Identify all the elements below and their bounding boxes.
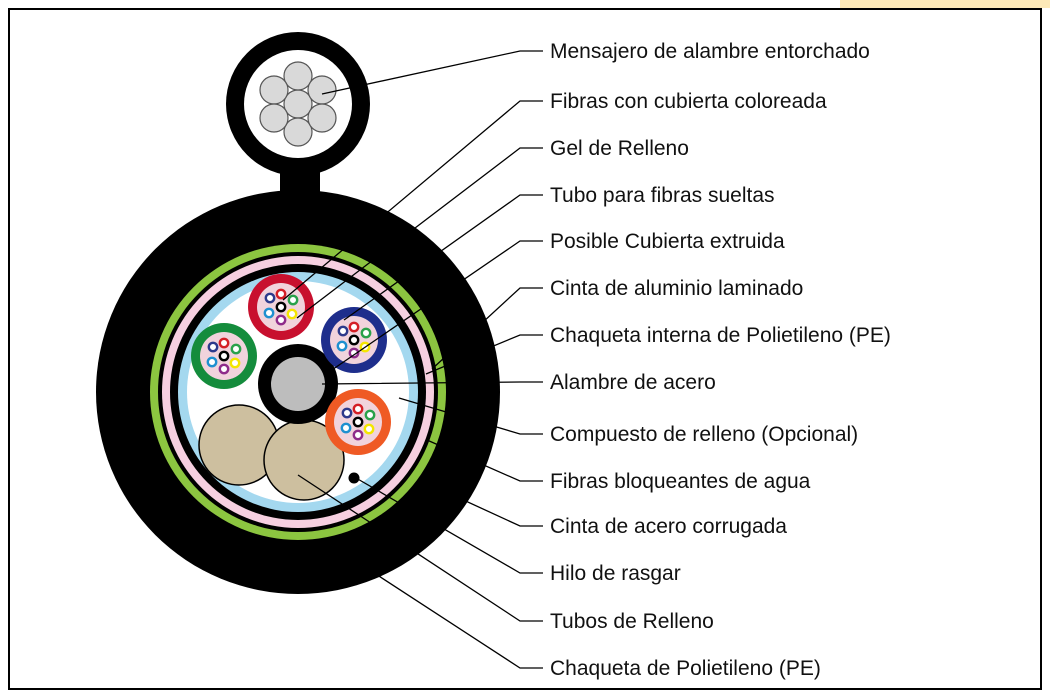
fiber: [264, 292, 276, 304]
fiber: [218, 350, 230, 362]
cable-body: [96, 190, 500, 594]
strand-6: [307, 103, 337, 133]
label-2: Gel de Relleno: [550, 137, 689, 160]
fiber: [286, 308, 298, 320]
leader-line-5: [431, 287, 543, 370]
label-8: Compuesto de relleno (Opcional): [550, 423, 858, 446]
label-6: Chaqueta interna de Polietileno (PE): [550, 324, 891, 347]
leader-line-1: [282, 100, 543, 301]
label-9: Fibras bloqueantes de agua: [550, 470, 811, 493]
fiber: [363, 423, 375, 435]
fiber: [287, 294, 299, 306]
strand-5: [259, 103, 289, 133]
strand-3: [259, 75, 289, 105]
strand-4: [307, 75, 337, 105]
central-steel-wire: [271, 357, 325, 411]
label-4: Posible Cubierta extruida: [550, 230, 785, 253]
tube-red: [248, 274, 314, 340]
label-13: Chaqueta de Polietileno (PE): [550, 657, 821, 680]
fiber: [275, 301, 287, 313]
corner-tab: [840, 0, 1050, 8]
label-0: Mensajero de alambre entorchado: [550, 40, 870, 63]
label-3: Tubo para fibras sueltas: [550, 184, 775, 207]
fiber: [340, 422, 352, 434]
fiber: [218, 363, 230, 375]
leader-line-8: [398, 397, 543, 435]
fiber: [229, 357, 241, 369]
fiber: [364, 409, 376, 421]
fiber: [360, 327, 372, 339]
fiber: [348, 334, 360, 346]
label-1: Fibras con cubierta coloreada: [550, 90, 827, 113]
leader-line-9: [426, 439, 543, 482]
leader-line-10: [419, 479, 543, 527]
leader-lines: [282, 50, 543, 669]
label-7: Alambre de acero: [550, 371, 716, 394]
leader-line-4: [325, 240, 543, 375]
leader-line-11: [355, 477, 543, 574]
tube-orange: [325, 389, 391, 455]
tube-green: [191, 323, 257, 389]
strand-2: [283, 117, 313, 147]
leader-line-13: [341, 551, 543, 669]
leader-line-12: [297, 474, 543, 622]
fiber: [341, 407, 353, 419]
fiber: [275, 314, 287, 326]
fiber: [206, 356, 218, 368]
leader-line-3: [343, 194, 543, 321]
label-12: Tubos de Relleno: [550, 610, 714, 633]
messenger-strands: [259, 61, 337, 147]
rip-cord: [348, 472, 360, 484]
fiber: [348, 347, 360, 359]
strand-1: [283, 61, 313, 91]
tube-blue: [321, 307, 387, 373]
fiber: [352, 403, 364, 415]
loose-tubes: [191, 274, 391, 455]
fiber: [207, 341, 219, 353]
leader-line-2: [296, 147, 543, 319]
fiber: [348, 321, 360, 333]
leader-line-6: [425, 334, 543, 375]
messenger-assembly: [226, 32, 370, 200]
fiber: [352, 416, 364, 428]
fiber: [218, 337, 230, 349]
label-5: Cinta de aluminio laminado: [550, 277, 803, 300]
fiber: [230, 343, 242, 355]
leader-line-0: [321, 50, 543, 95]
fiber: [336, 340, 348, 352]
strand-0: [283, 89, 313, 119]
fiber: [352, 429, 364, 441]
fiber: [275, 288, 287, 300]
label-11: Hilo de rasgar: [550, 562, 681, 585]
fiber: [337, 325, 349, 337]
fiber: [263, 307, 275, 319]
label-10: Cinta de acero corrugada: [550, 515, 787, 538]
leader-line-7: [321, 381, 543, 385]
